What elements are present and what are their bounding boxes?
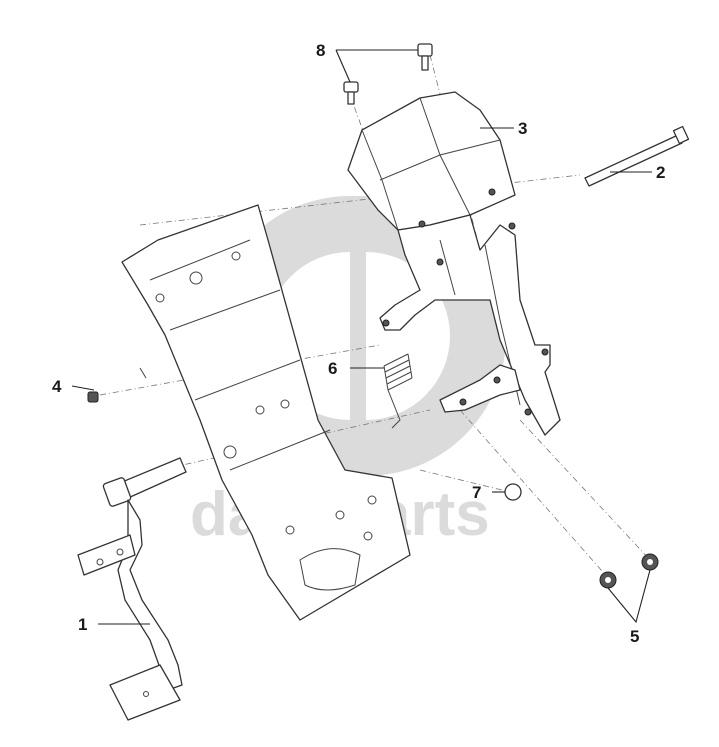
callout-1: 1	[78, 615, 87, 634]
pedal-arm-bracket	[379, 214, 561, 436]
callout-3: 3	[518, 119, 527, 138]
callout-8: 8	[316, 41, 325, 60]
bracket-housing	[347, 91, 516, 231]
return-spring	[383, 353, 413, 429]
callout-7: 7	[472, 483, 481, 502]
brake-pedal	[77, 457, 187, 721]
callout-5: 5	[630, 627, 639, 646]
bracket-bolts	[343, 43, 433, 105]
pivot-bolt	[584, 125, 690, 187]
lock-nuts	[599, 553, 659, 589]
callout-labels: 8 3 2 4 6 7 5 1	[52, 41, 665, 646]
callout-4: 4	[52, 377, 62, 396]
callout-2: 2	[656, 163, 665, 182]
small-nut	[87, 367, 147, 403]
bushing	[504, 483, 522, 501]
leader-lines	[71, 49, 652, 625]
callout-6: 6	[328, 359, 337, 378]
mounting-plate	[121, 204, 411, 621]
